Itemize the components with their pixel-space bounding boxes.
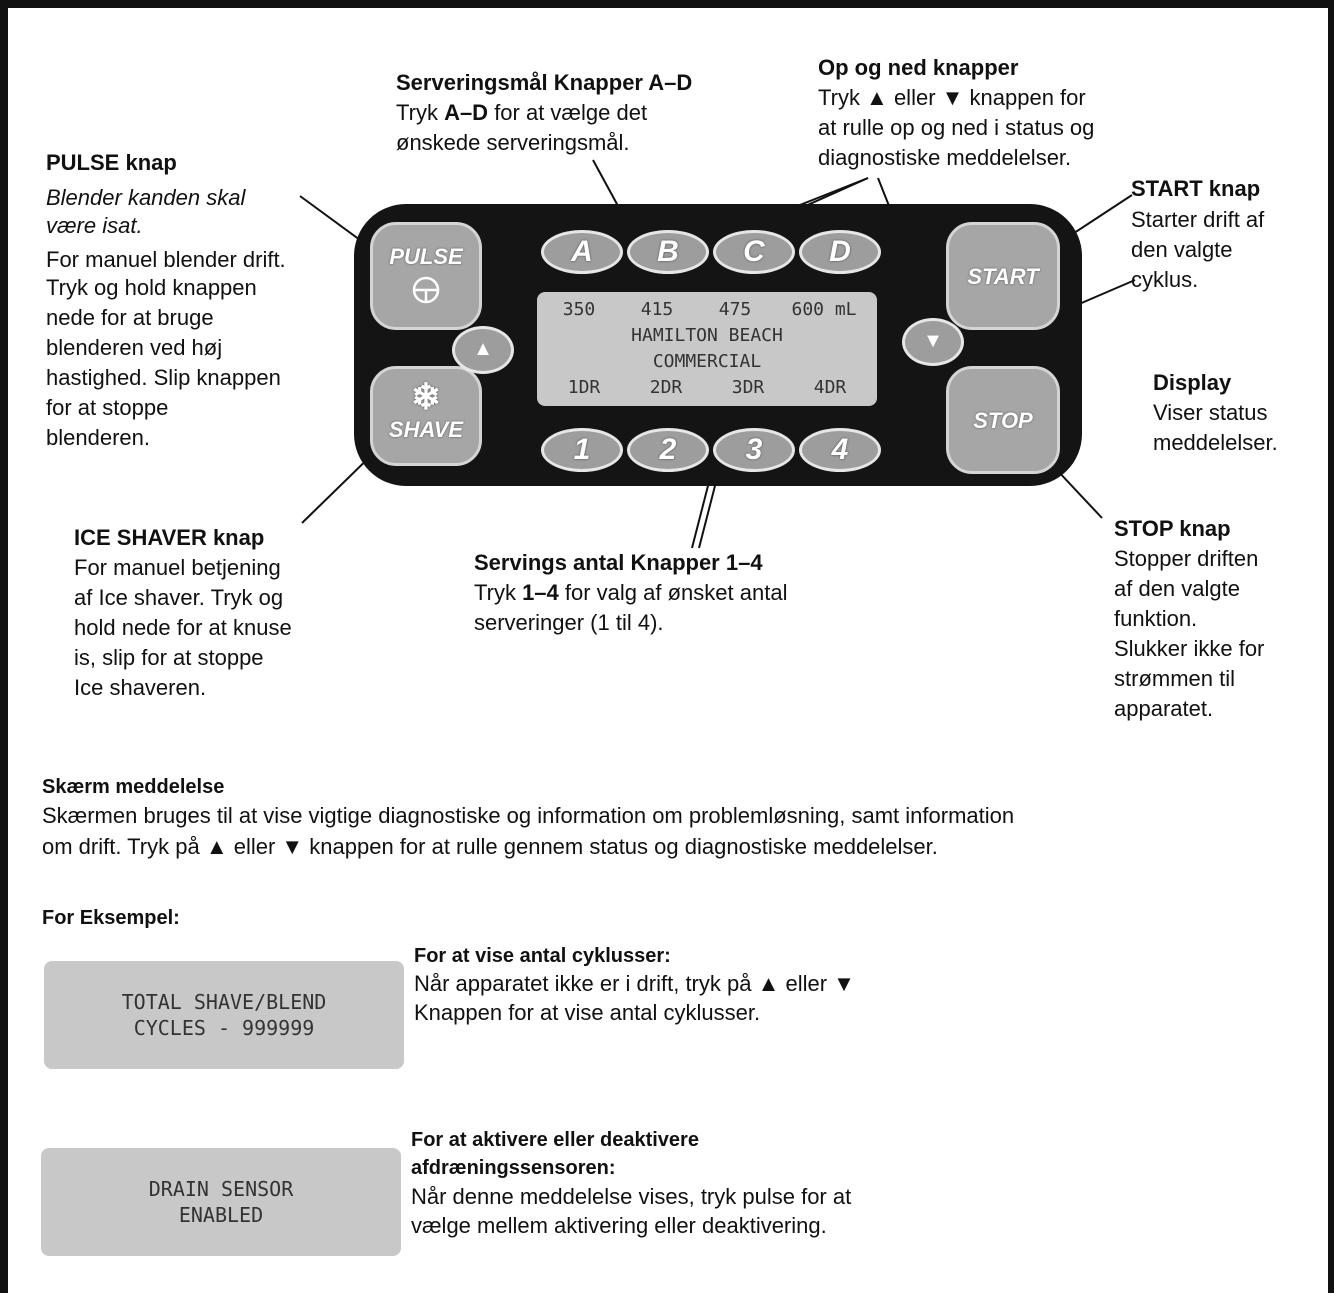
drain-line2: vælge mellem aktivering eller deaktiveri… (411, 1213, 827, 1238)
screen-msg-title: Skærm meddelelse (42, 776, 225, 798)
display-label-line: meddelelser. (1153, 430, 1278, 455)
pulse-label-line: Tryk og hold knappen (46, 275, 257, 300)
stop-label-line: strømmen til (1114, 666, 1235, 691)
snowflake-icon: ❄ (410, 376, 442, 417)
shave-button[interactable]: ❄ SHAVE (370, 366, 482, 466)
lcd-row-brand: HAMILTON BEACH (631, 325, 783, 346)
lcd-row-sizes: 350 415 475 600 mL (537, 296, 877, 324)
stop-button[interactable]: STOP (946, 366, 1060, 474)
screen-msg-line1: Skærmen bruges til at vise vigtige diagn… (42, 803, 1015, 828)
servings-label-title: Servings antal Knapper 1–4 (474, 550, 763, 575)
example-title: For Eksempel: (42, 907, 180, 929)
drain-title-2: afdræningssensoren: (411, 1157, 616, 1179)
start-label-title: START knap (1131, 176, 1261, 201)
ice-label-line: Ice shaveren. (74, 675, 207, 700)
pulse-label-italic-1: Blender kanden skal (46, 185, 246, 210)
drain-line1: Når denne meddelelse vises, tryk pulse f… (411, 1184, 852, 1209)
down-arrow-button[interactable]: ▼ (902, 318, 964, 366)
lcd-size: 415 (640, 299, 674, 320)
cycles-title: For at vise antal cyklusser: (414, 945, 671, 967)
pulse-label-title: PULSE knap (46, 150, 177, 175)
pulse-label-line: nede for at bruge (46, 305, 214, 330)
drain-lcd: DRAIN SENSOR ENABLED (41, 1148, 401, 1256)
pulse-label-italic-2: være isat. (46, 213, 143, 238)
lcd-size: 475 (718, 299, 752, 320)
up-arrow-button[interactable]: ▲ (452, 326, 514, 374)
serving-size-label-line1: Tryk A–D for at vælge det (396, 100, 648, 125)
pulse-label-line: for at stoppe (46, 395, 169, 420)
stop-label-line: Slukker ikke for (1114, 636, 1265, 661)
pulse-label-line: blenderen. (46, 425, 150, 450)
start-label-line: den valgte (1131, 237, 1233, 262)
shave-button-label: SHAVE (388, 417, 464, 442)
count-button-1[interactable]: 1 (541, 428, 623, 472)
ice-label-line: hold nede for at knuse (74, 615, 292, 640)
size-button-b[interactable]: B (627, 230, 709, 274)
updown-label-line: Tryk ▲ eller ▼ knappen for (818, 85, 1086, 110)
lcd-size: 350 (562, 299, 596, 320)
cycles-lcd: TOTAL SHAVE/BLEND CYCLES - 999999 (44, 961, 404, 1069)
lcd-drink: 4DR (813, 377, 847, 398)
cycles-line1: Når apparatet ikke er i drift, tryk på ▲… (414, 971, 855, 996)
display-label-title: Display (1153, 370, 1232, 395)
lcd-drink: 2DR (649, 377, 683, 398)
count-button-3[interactable]: 3 (713, 428, 795, 472)
size-button-c[interactable]: C (713, 230, 795, 274)
drain-lcd-line1: DRAIN SENSOR (148, 1177, 294, 1201)
start-button[interactable]: START (946, 222, 1060, 330)
size-button-a[interactable]: A (541, 230, 623, 274)
down-arrow-icon: ▼ (923, 330, 943, 352)
ice-label-line: For manuel betjening (74, 555, 281, 580)
lcd-size: 600 mL (791, 299, 857, 320)
lcd-row-drinks: 1DR 2DR 3DR 4DR (537, 374, 877, 402)
cycles-line2: Knappen for at vise antal cyklusser. (414, 1000, 761, 1025)
pulse-button-label: PULSE (389, 244, 463, 269)
stop-label-line: af den valgte (1114, 576, 1240, 601)
updown-label-line: diagnostiske meddelelser. (818, 145, 1072, 170)
display-label-line: Viser status (1153, 400, 1268, 425)
serving-size-label-line2: ønskede serveringsmål. (396, 130, 630, 155)
servings-label-line1: Tryk 1–4 for valg af ønsket antal (474, 580, 788, 605)
pulse-icon (412, 276, 440, 304)
pulse-label-line: blenderen ved høj (46, 335, 223, 360)
servings-label-line2: serveringer (1 til 4). (474, 610, 664, 635)
lcd-drink: 1DR (567, 377, 601, 398)
start-label-line: Starter drift af (1131, 207, 1265, 232)
ice-label-line: af Ice shaver. Tryk og (74, 585, 284, 610)
lcd-row-commercial: COMMERCIAL (652, 351, 762, 372)
cycles-lcd-line2: CYCLES - 999999 (133, 1016, 315, 1040)
stop-label-title: STOP knap (1114, 516, 1231, 541)
pulse-label-line: For manuel blender drift. (46, 247, 286, 272)
lcd-display: 350 415 475 600 mL HAMILTON BEACH COMMERCIA… (537, 292, 877, 406)
lcd-drink: 3DR (731, 377, 765, 398)
stop-label-line: funktion. (1114, 606, 1198, 631)
stop-label-line: apparatet. (1114, 696, 1214, 721)
size-button-d[interactable]: D (799, 230, 881, 274)
ice-label-title: ICE SHAVER knap (74, 525, 265, 550)
updown-label-line: at rulle op og ned i status og (818, 115, 1095, 140)
count-button-4[interactable]: 4 (799, 428, 881, 472)
ice-label-line: is, slip for at stoppe (74, 645, 264, 670)
pulse-label-line: hastighed. Slip knappen (46, 365, 281, 390)
serving-size-label-title: Serveringsmål Knapper A–D (396, 70, 693, 95)
up-arrow-icon: ▲ (473, 338, 493, 360)
cycles-lcd-line1: TOTAL SHAVE/BLEND (121, 990, 327, 1014)
count-button-2[interactable]: 2 (627, 428, 709, 472)
drain-lcd-line2: ENABLED (178, 1203, 264, 1227)
updown-label-title: Op og ned knapper (818, 55, 1019, 80)
stop-label-line: Stopper driften (1114, 546, 1259, 571)
pulse-button[interactable]: PULSE (370, 222, 482, 330)
drain-title-1: For at aktivere eller deaktivere (411, 1129, 699, 1151)
start-label-line: cyklus. (1131, 267, 1199, 292)
screen-msg-line2: om drift. Tryk på ▲ eller ▼ knappen for … (42, 834, 938, 859)
